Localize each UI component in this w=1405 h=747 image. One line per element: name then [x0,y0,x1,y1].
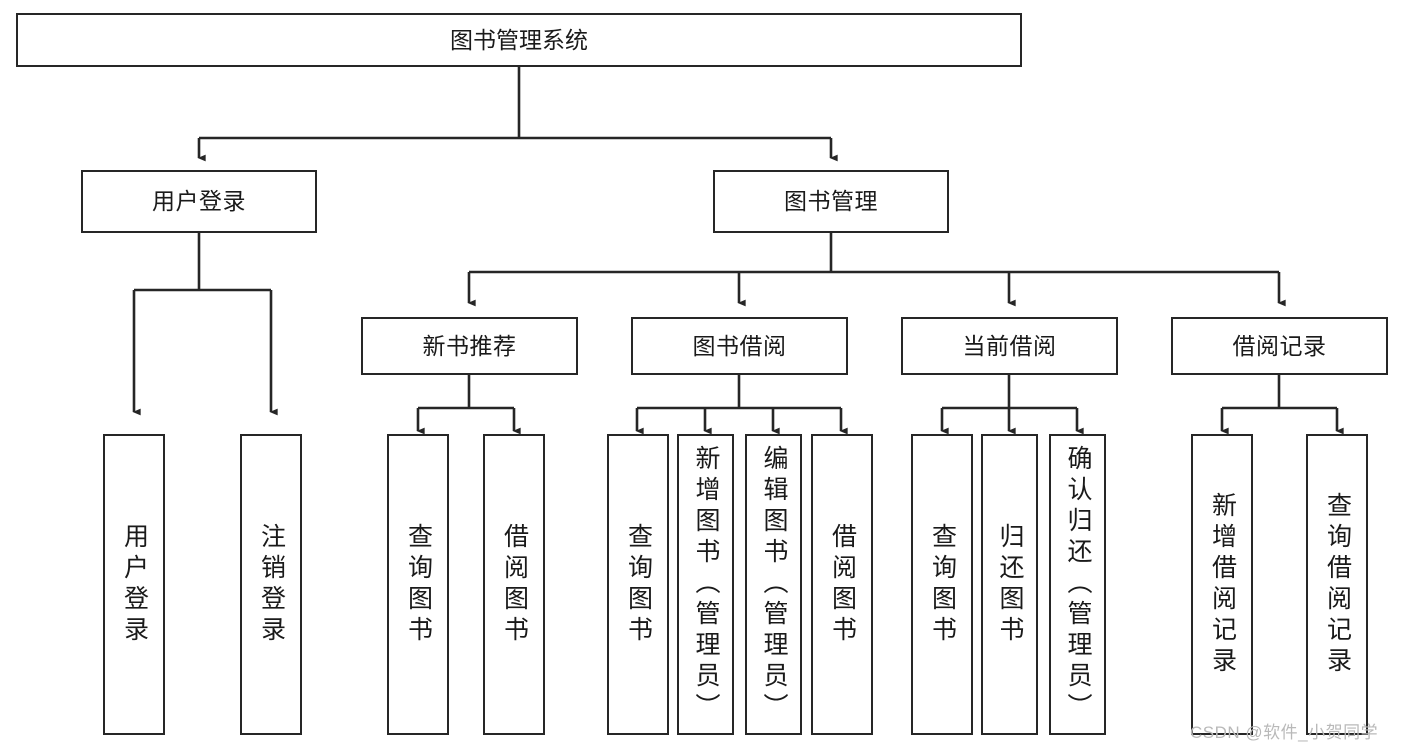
node-current-borrow[interactable]: 当前借阅 [901,317,1118,375]
leaf-current-return-book-label: 归还图书 [996,522,1024,647]
node-current-borrow-label: 当前借阅 [962,332,1057,359]
leaf-borrow-edit-book-admin-label: 编辑图书（管理员） [760,445,788,724]
node-book-management-label: 图书管理 [784,188,878,215]
leaf-borrow-borrow-book[interactable]: 借阅图书 [811,434,873,735]
leaf-user-login-label: 用户登录 [120,522,149,647]
csdn-watermark: CSDN @软件_小贺同学 [1190,723,1379,742]
leaf-borrow-query-book-label: 查询图书 [624,522,653,647]
leaf-user-login[interactable]: 用户登录 [103,434,165,735]
leaf-record-add-record-label: 新增借阅记录 [1208,491,1237,678]
leaf-borrow-add-book-admin-label: 新增图书（管理员） [692,445,720,724]
leaf-user-logout[interactable]: 注销登录 [240,434,302,735]
leaf-newbook-borrow-book[interactable]: 借阅图书 [483,434,545,735]
node-book-borrow-label: 图书借阅 [692,332,787,359]
node-new-book-recommend-label: 新书推荐 [422,332,517,359]
node-book-management[interactable]: 图书管理 [713,170,949,233]
leaf-record-query-record[interactable]: 查询借阅记录 [1306,434,1368,735]
node-new-book-recommend[interactable]: 新书推荐 [361,317,578,375]
leaf-borrow-edit-book-admin[interactable]: 编辑图书（管理员） [745,434,802,735]
node-root-system-label: 图书管理系统 [450,26,588,53]
leaf-record-query-record-label: 查询借阅记录 [1323,491,1352,678]
leaf-current-query-book[interactable]: 查询图书 [911,434,973,735]
node-root-system[interactable]: 图书管理系统 [16,13,1022,67]
node-user-login[interactable]: 用户登录 [81,170,317,233]
node-borrow-record-label: 借阅记录 [1232,332,1327,359]
node-user-login-label: 用户登录 [152,188,246,215]
leaf-current-return-book[interactable]: 归还图书 [981,434,1038,735]
node-book-borrow[interactable]: 图书借阅 [631,317,848,375]
leaf-newbook-borrow-book-label: 借阅图书 [500,522,529,647]
leaf-borrow-query-book[interactable]: 查询图书 [607,434,669,735]
leaf-current-confirm-return-admin[interactable]: 确认归还（管理员） [1049,434,1106,735]
leaf-current-confirm-return-admin-label: 确认归还（管理员） [1064,445,1092,724]
node-borrow-record[interactable]: 借阅记录 [1171,317,1388,375]
leaf-newbook-query-book[interactable]: 查询图书 [387,434,449,735]
leaf-newbook-query-book-label: 查询图书 [404,522,433,647]
leaf-user-logout-label: 注销登录 [257,522,286,647]
leaf-borrow-borrow-book-label: 借阅图书 [828,522,857,647]
leaf-record-add-record[interactable]: 新增借阅记录 [1191,434,1253,735]
leaf-borrow-add-book-admin[interactable]: 新增图书（管理员） [677,434,734,735]
leaf-current-query-book-label: 查询图书 [928,522,957,647]
